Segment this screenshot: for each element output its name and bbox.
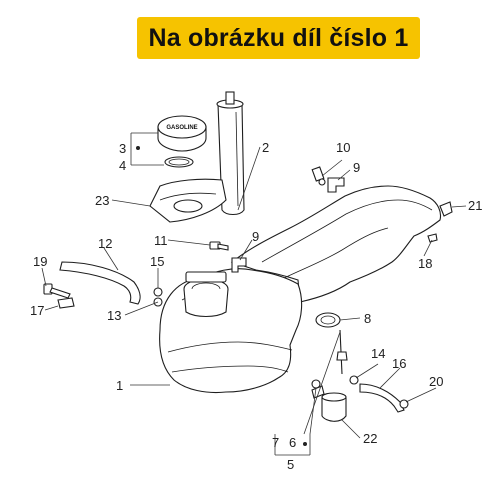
label-7: 7 <box>272 435 279 450</box>
label-5: 5 <box>287 457 294 472</box>
filler-tube <box>216 91 245 216</box>
bolt-11 <box>209 241 229 251</box>
label-22: 22 <box>363 431 377 446</box>
label-17: 17 <box>30 303 44 318</box>
cap-gasoline-text: GASOLINE <box>166 125 197 131</box>
dot-6 <box>303 442 307 446</box>
cap-housing-tray <box>149 178 227 223</box>
bracket-21 <box>439 201 453 217</box>
label-1: 1 <box>116 378 123 393</box>
bolt-10 <box>311 166 326 186</box>
banner-title: Na obrázku díl číslo 1 <box>148 23 409 52</box>
label-8: 8 <box>364 311 371 326</box>
bracket-9-front <box>231 257 247 273</box>
label-2: 2 <box>262 140 269 155</box>
fuel-tank <box>159 185 442 394</box>
label-21: 21 <box>468 198 482 213</box>
fuel-tap <box>311 329 348 399</box>
label-18: 18 <box>418 256 432 271</box>
label-14: 14 <box>371 346 385 361</box>
dot-3 <box>136 146 140 150</box>
fuel-filter-22 <box>321 392 347 422</box>
label-9-front: 9 <box>252 229 259 244</box>
title-banner: Na obrázku díl číslo 1 <box>137 17 420 59</box>
hose-16 <box>359 383 405 413</box>
bracket-9-rear <box>327 177 345 193</box>
label-9-rear: 9 <box>353 160 360 175</box>
clamp-17 <box>57 297 75 309</box>
label-11: 11 <box>154 233 168 248</box>
label-10: 10 <box>336 140 350 155</box>
label-12: 12 <box>98 236 112 251</box>
label-6: 6 <box>289 435 296 450</box>
fuel-cap: GASOLINE <box>157 115 207 152</box>
label-13: 13 <box>107 308 121 323</box>
label-15: 15 <box>150 254 164 269</box>
label-19: 19 <box>33 254 47 269</box>
label-3: 3 <box>119 141 126 156</box>
hose-12 <box>59 261 141 305</box>
bolt-19 <box>43 283 71 299</box>
label-20: 20 <box>429 374 443 389</box>
leader-lines <box>41 132 467 456</box>
clip-18 <box>427 233 438 243</box>
clamp-8 <box>315 312 341 328</box>
part-labels: 1 2 3 4 5 6 7 8 9 9 10 11 12 13 14 15 16… <box>30 140 482 472</box>
label-16: 16 <box>392 356 406 371</box>
label-23: 23 <box>95 193 109 208</box>
label-4: 4 <box>119 158 126 173</box>
